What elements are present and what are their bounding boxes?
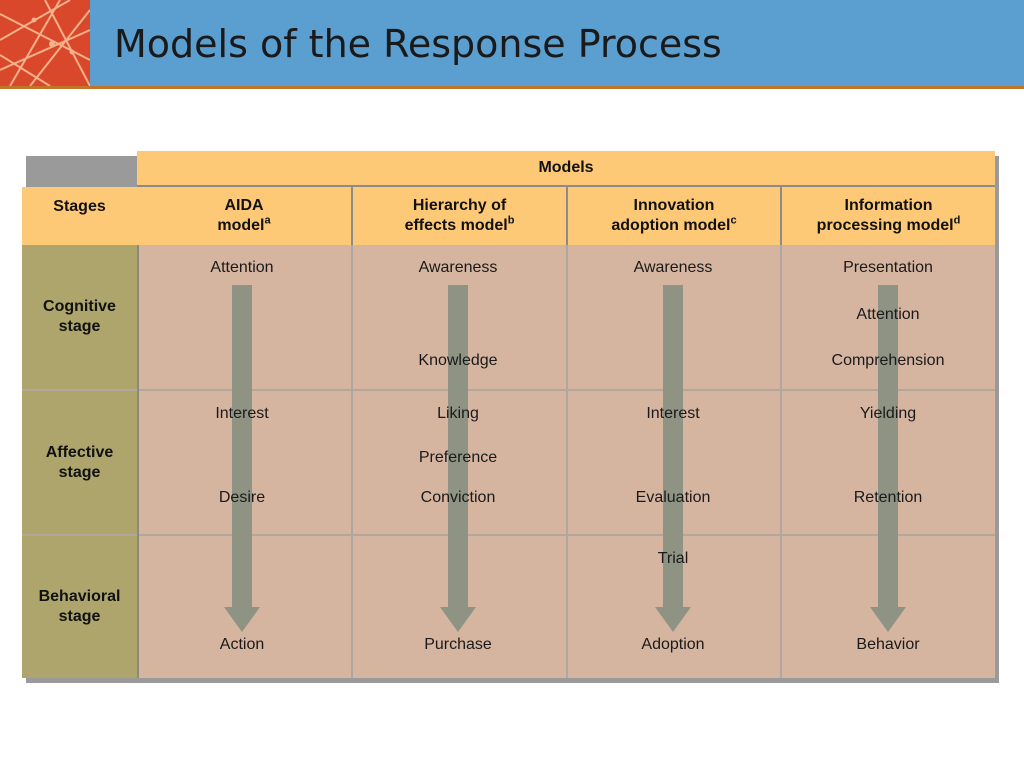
stage-label-line1: Cognitive (43, 298, 116, 315)
information-step-yielding: Yielding (859, 405, 917, 422)
stages-header: Stages (22, 187, 137, 245)
stage-label-line2: stage (58, 608, 101, 625)
down-arrow-hierarchy (440, 285, 476, 632)
innovation-step-awareness: Awareness (633, 259, 713, 276)
model-header-line2: processing model (816, 217, 954, 234)
header-divider (780, 187, 782, 245)
logo-graphic (0, 0, 90, 86)
footnote-marker: c (730, 214, 737, 227)
response-process-table: Models Stages AIDA modela Hierarchy of e… (22, 151, 995, 678)
aida-step-attention: Attention (210, 259, 274, 276)
information-step-retention: Retention (853, 489, 923, 506)
row-divider (22, 389, 995, 391)
innovation-step-adoption: Adoption (641, 636, 705, 653)
header-divider (351, 187, 353, 245)
down-arrow-aida (224, 285, 260, 632)
hierarchy-step-purchase: Purchase (424, 636, 492, 653)
model-header-line2: effects model (404, 217, 508, 234)
header-divider (566, 187, 568, 245)
model-header-innovation-adoption: Innovation adoption modelc (568, 187, 780, 245)
title-bar (0, 0, 1024, 86)
models-header-label: Models (538, 159, 594, 176)
model-header-line2: model (217, 217, 265, 234)
stages-header-label: Stages (53, 198, 106, 215)
column-divider (780, 245, 782, 678)
information-step-comprehension: Comprehension (831, 352, 945, 369)
model-header-hierarchy-of-effects: Hierarchy of effects modelb (353, 187, 566, 245)
stage-label-line2: stage (58, 318, 101, 335)
column-divider (566, 245, 568, 678)
information-step-behavior: Behavior (856, 636, 920, 653)
model-header-line1: AIDA (224, 197, 264, 214)
stage-behavioral: Behavioral stage (22, 536, 137, 678)
hierarchy-step-liking: Liking (437, 405, 479, 422)
aida-step-action: Action (219, 636, 265, 653)
stage-cognitive: Cognitive stage (22, 245, 137, 389)
footnote-marker: b (507, 214, 515, 227)
innovation-step-trial: Trial (657, 550, 689, 567)
down-arrow-innovation (655, 285, 691, 632)
footnote-marker: d (953, 214, 961, 227)
column-divider (137, 245, 139, 678)
innovation-step-evaluation: Evaluation (635, 489, 711, 506)
model-header-line1: Hierarchy of (412, 197, 507, 214)
footnote-marker: a (264, 214, 271, 227)
row-divider (22, 534, 995, 536)
stage-label-line2: stage (58, 463, 101, 481)
information-step-presentation: Presentation (843, 259, 933, 276)
header-separator (137, 185, 995, 187)
slide-title: Models of the Response Process (114, 22, 722, 66)
hierarchy-step-knowledge: Knowledge (418, 352, 498, 369)
information-step-attention: Attention (856, 306, 920, 323)
aida-step-interest: Interest (215, 405, 269, 422)
aida-step-desire: Desire (218, 489, 266, 506)
title-underline (0, 86, 1024, 89)
models-header: Models (137, 151, 995, 185)
stage-label-line1: Behavioral (38, 588, 121, 605)
model-header-information-processing: Information processing modeld (782, 187, 995, 245)
model-header-aida: AIDA modela (137, 187, 351, 245)
hierarchy-step-preference: Preference (418, 449, 498, 466)
hierarchy-step-conviction: Conviction (420, 489, 496, 506)
innovation-step-interest: Interest (646, 405, 700, 422)
model-header-line1: Information (844, 197, 933, 214)
down-arrow-information (870, 285, 906, 632)
stage-label-line1: Affective (45, 443, 114, 461)
stage-affective: Affective stage (22, 391, 137, 534)
column-divider (351, 245, 353, 678)
model-header-line2: adoption model (611, 217, 731, 234)
hierarchy-step-awareness: Awareness (418, 259, 498, 276)
model-header-line1: Innovation (633, 197, 715, 214)
